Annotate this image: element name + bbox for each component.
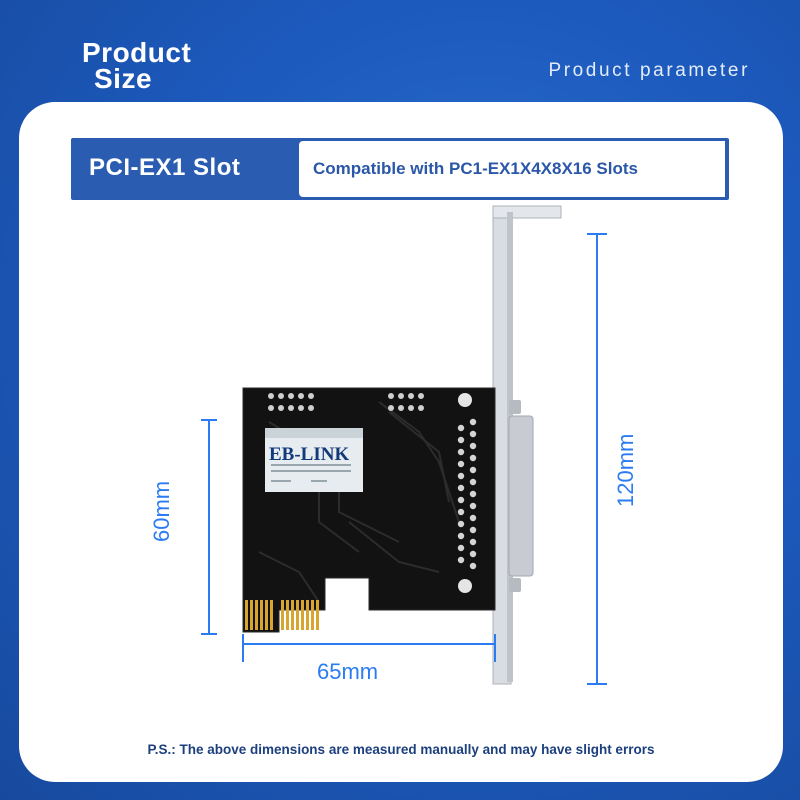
slot-banner: PCI-EX1 Slot Compatible with PC1-EX1X4X8… xyxy=(71,138,729,200)
title-line-product: Product xyxy=(82,37,192,68)
product-figure xyxy=(201,205,607,685)
disclaimer-note: P.S.: The above dimensions are measured … xyxy=(147,742,655,757)
width-dimension-label: 65mm xyxy=(317,659,379,684)
metal-bracket xyxy=(492,205,562,685)
height-dimension-label: 60mm xyxy=(149,480,174,542)
compatibility-text: Compatible with PC1-EX1X4X8X16 Slots xyxy=(299,141,725,197)
dimension-lines xyxy=(201,233,607,685)
page-subtitle: Product parameter xyxy=(548,60,750,81)
content-card: PCI-EX1 Slot Compatible with PC1-EX1X4X8… xyxy=(19,102,783,782)
bracket-height-dimension-label: 120mm xyxy=(613,433,638,507)
page-title: Product Size xyxy=(82,37,192,94)
slot-label: PCI-EX1 Slot xyxy=(89,154,241,181)
board-brand-label: EB-LINK xyxy=(269,444,350,465)
title-line-size: Size xyxy=(94,63,153,94)
pcb-board xyxy=(242,387,496,633)
